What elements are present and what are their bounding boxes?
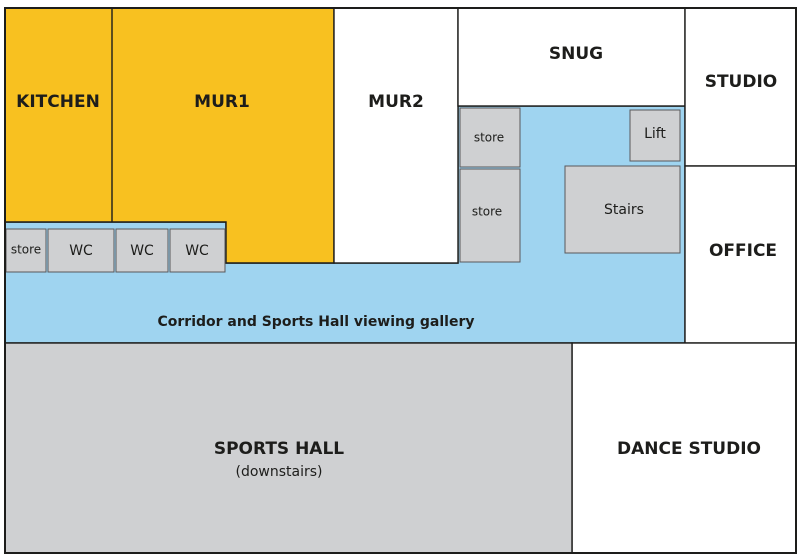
room-mur2 — [333, 7, 459, 264]
room-office — [684, 165, 797, 344]
label-office: OFFICE — [709, 241, 777, 261]
wc-1 — [47, 228, 115, 273]
wc-2 — [115, 228, 169, 273]
store-3 — [459, 168, 521, 263]
label-wc-2: WC — [130, 243, 154, 259]
label-wc-1: WC — [69, 243, 93, 259]
stairs — [564, 165, 681, 254]
label-sports-hall-sub: (downstairs) — [235, 464, 322, 480]
label-store-2: store — [474, 131, 504, 145]
label-snug: SNUG — [549, 44, 603, 64]
label-kitchen: KITCHEN — [16, 92, 100, 112]
wc-3 — [169, 228, 226, 273]
label-dance-studio: DANCE STUDIO — [617, 439, 761, 459]
lift — [629, 109, 681, 162]
label-corridor: Corridor and Sports Hall viewing gallery — [158, 314, 475, 330]
building-outline — [4, 7, 797, 554]
label-studio: STUDIO — [705, 72, 778, 92]
label-store-1: store — [11, 243, 41, 257]
room-sports-hall — [4, 342, 573, 554]
label-lift: Lift — [644, 126, 666, 142]
label-wc-3: WC — [185, 243, 209, 259]
label-store-3: store — [472, 205, 502, 219]
label-mur2: MUR2 — [368, 92, 424, 112]
room-snug — [457, 7, 686, 107]
label-mur1: MUR1 — [194, 92, 250, 112]
store-2 — [459, 107, 521, 168]
label-sports-hall: SPORTS HALL — [214, 439, 344, 459]
label-stairs: Stairs — [604, 202, 644, 218]
